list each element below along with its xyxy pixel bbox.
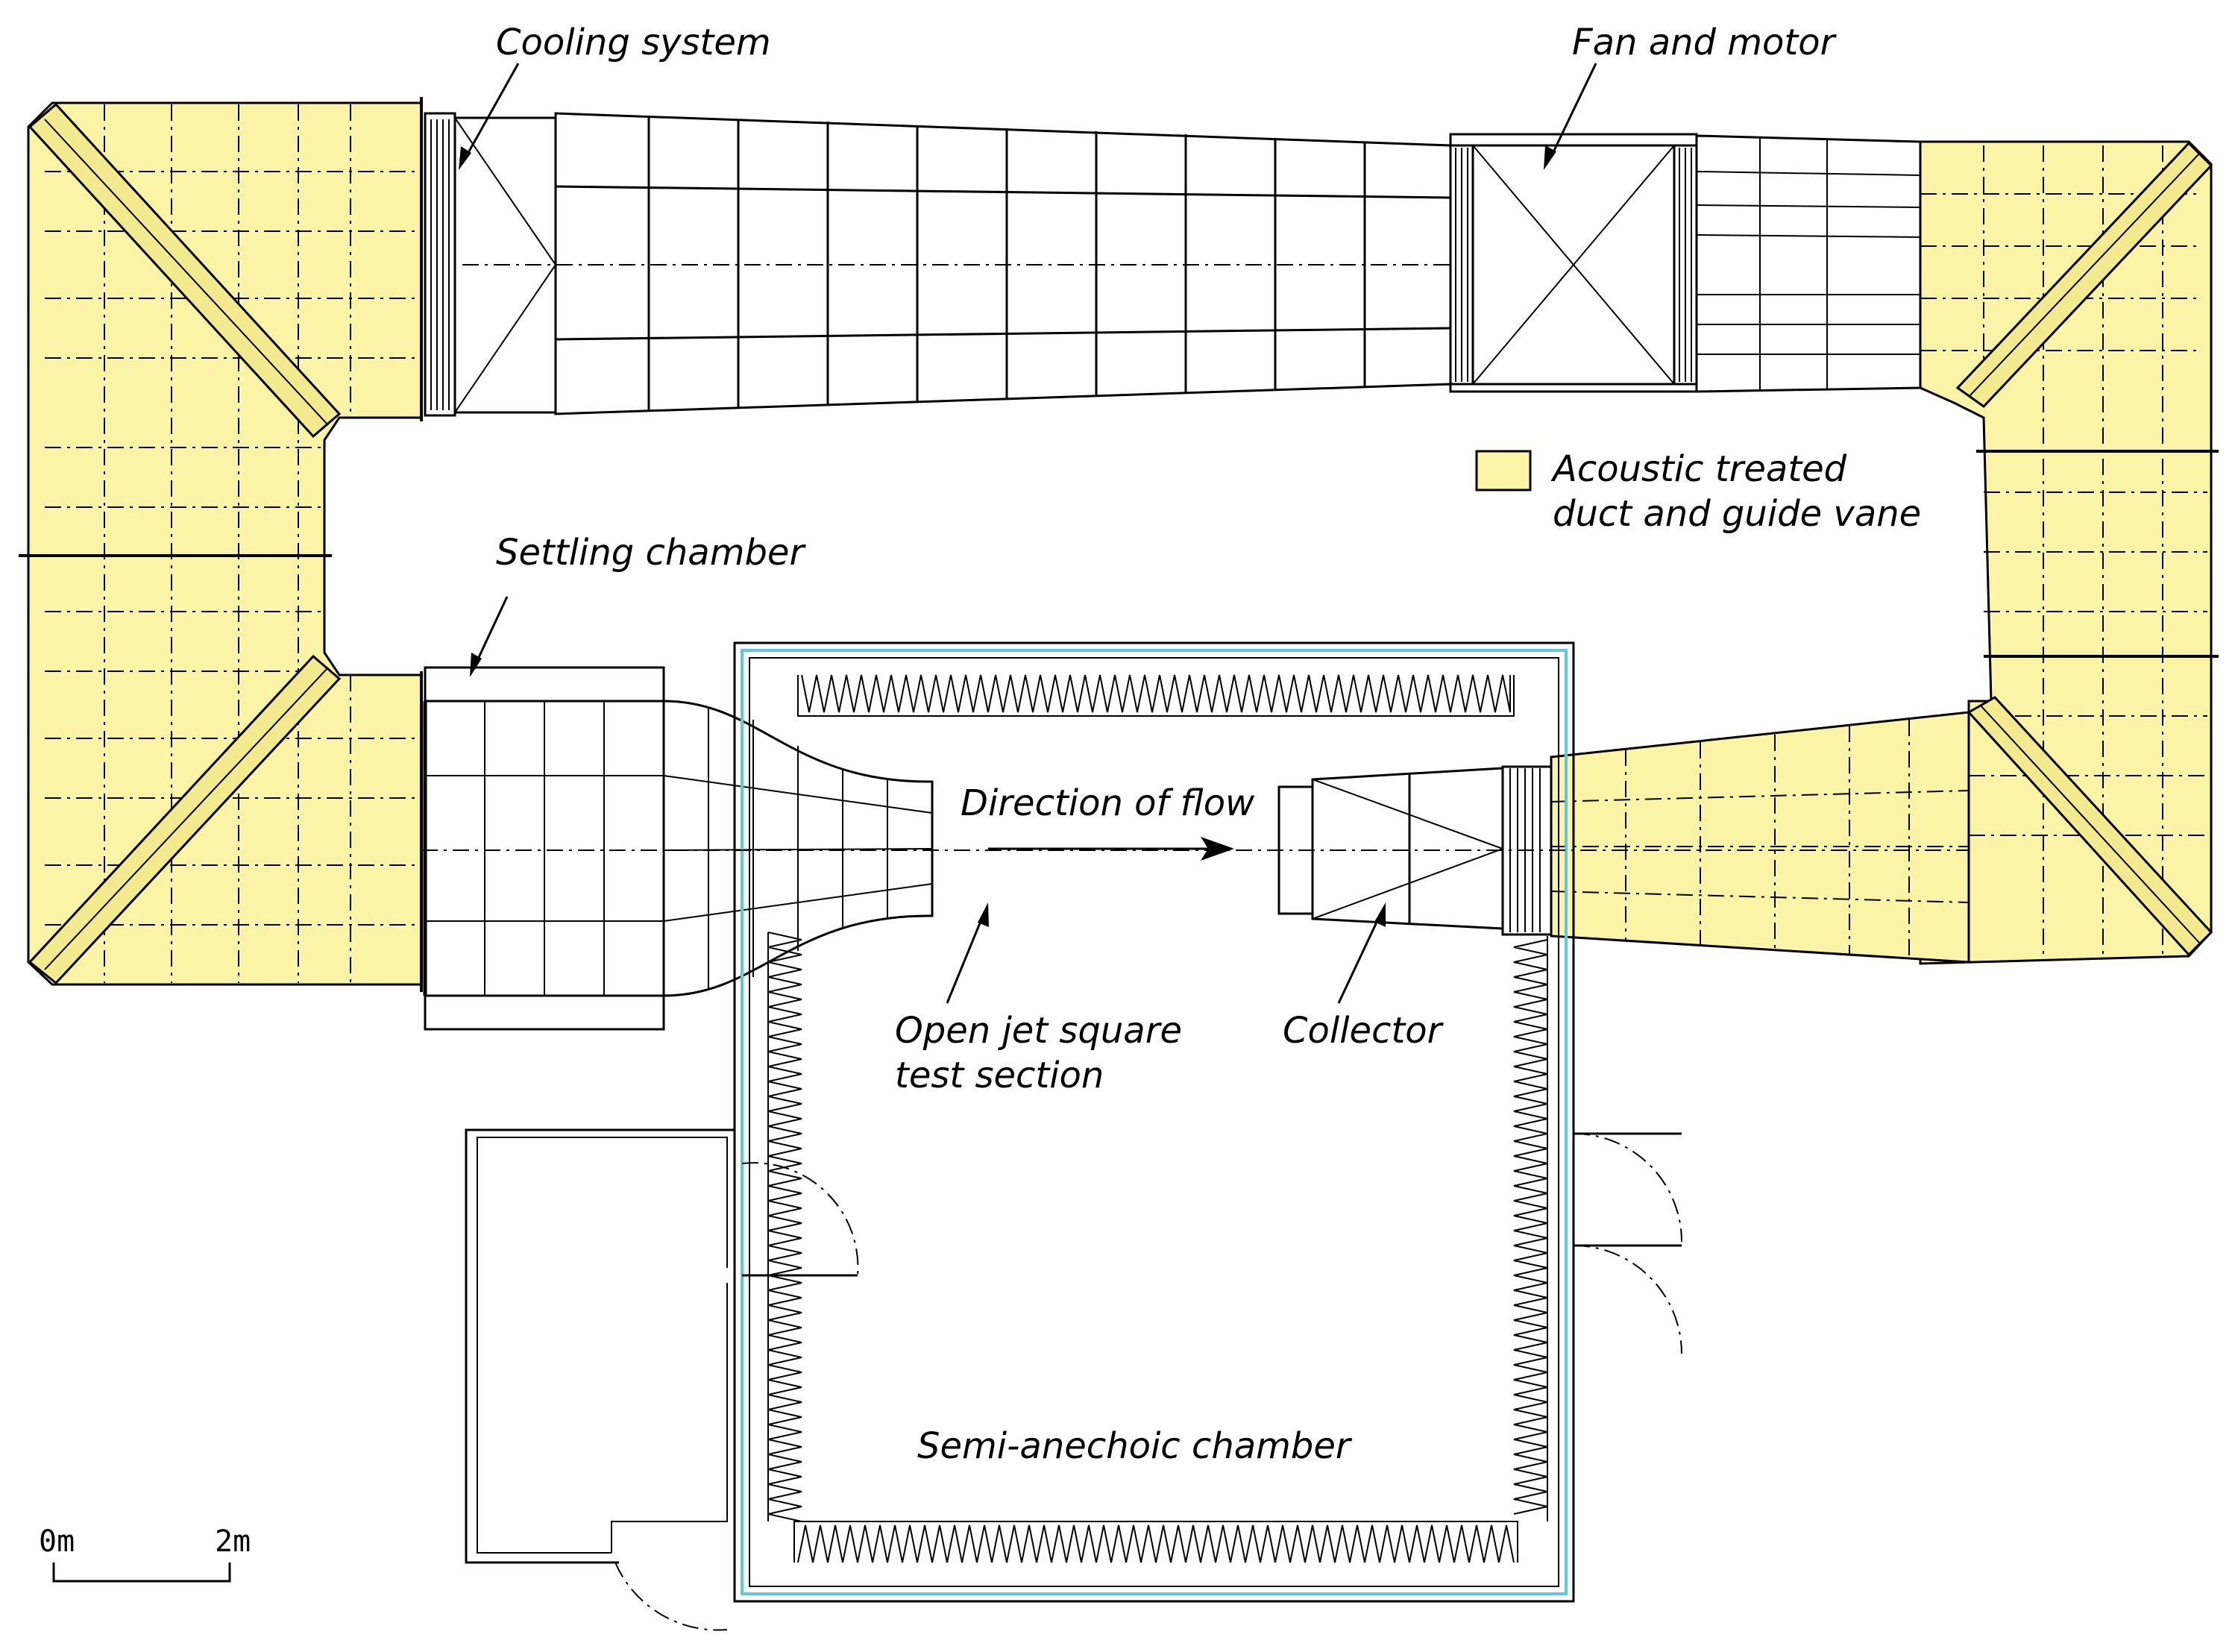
semi-anechoic-label: Semi-anechoic chamber [917,1425,1353,1467]
cooling-system-label: Cooling system [496,22,771,63]
wedge-frame-bottom [793,1521,1518,1563]
direction-of-flow-label: Direction of flow [961,782,1255,824]
legend-label-line1: Acoustic treated [1550,448,1847,490]
wedge-row-left [767,932,802,1522]
open-jet-label-line2: test section [895,1055,1104,1096]
open-jet-label-line1: Open jet square [895,1010,1182,1052]
wedge-frame-top [797,675,1515,717]
settling-chamber [423,666,665,1031]
scale-start-label: 0m [39,1524,75,1559]
arrow-right-icon [988,837,1234,861]
right-corner-duct [1919,140,2219,965]
scale-bar: 0m 2m [39,1524,251,1583]
contraction-nozzle [662,700,934,997]
leader-arrows [459,63,1597,1004]
wedge-row-right [1513,939,1548,1515]
top-diffuser [462,112,1939,415]
wedge-row-top [801,674,1511,713]
post-fan-duct [1695,134,1922,393]
left-corner-duct [19,97,423,992]
scale-end-label: 2m [215,1524,251,1559]
semi-anechoic-chamber [733,641,1575,1603]
fan-and-motor [1449,133,1698,393]
return-duct [1550,711,1970,964]
fan-and-motor-label: Fan and motor [1572,22,1838,63]
side-room [465,1128,1682,1631]
settling-chamber-label: Settling chamber [496,532,806,574]
legend-label-line2: duct and guide vane [1553,493,1921,535]
collector-label: Collector [1283,1010,1445,1052]
yellow-square-icon [1475,450,1532,491]
wedge-row-bottom [797,1524,1515,1563]
